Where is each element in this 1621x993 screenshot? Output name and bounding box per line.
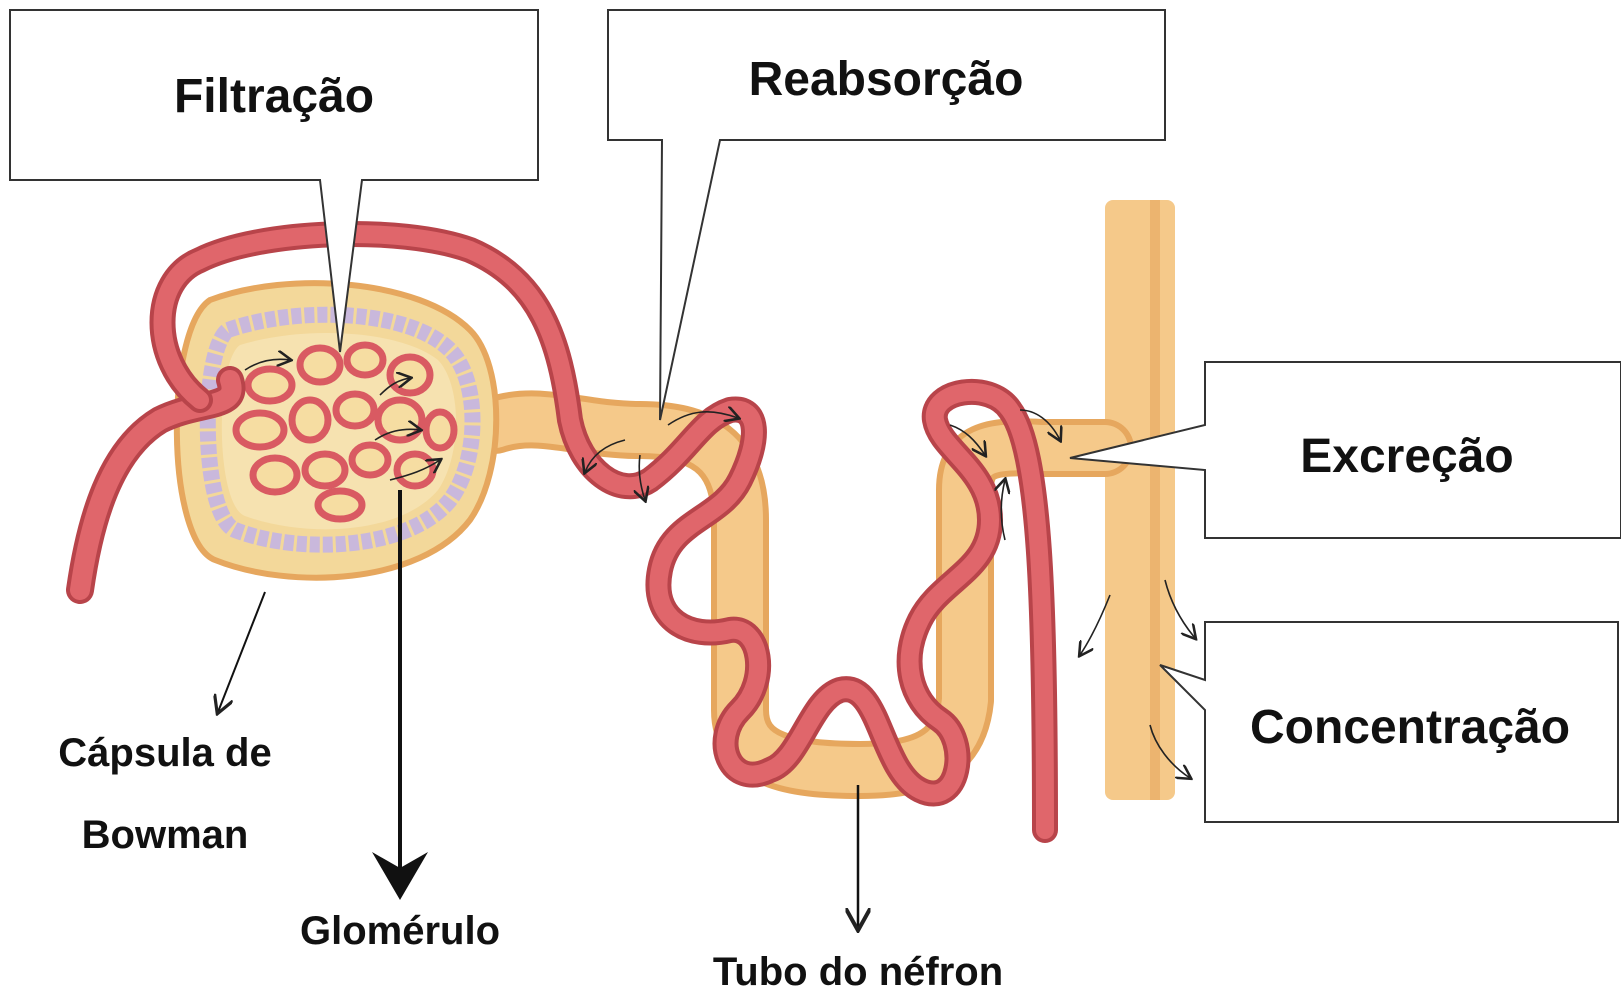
- callout-concentracao: Concentração: [1160, 622, 1618, 822]
- callout-reabsorcao: Reabsorção: [608, 10, 1165, 420]
- label-tubo: Tubo do néfron: [713, 950, 1003, 993]
- label-capsula-line2: Bowman: [82, 813, 249, 857]
- callout-excrecao-text: Excreção: [1300, 430, 1514, 483]
- label-glomerulo: Glomérulo: [300, 909, 500, 953]
- callout-reabsorcao-text: Reabsorção: [749, 53, 1024, 106]
- collecting-duct: [1105, 200, 1175, 800]
- label-capsula-line1: Cápsula de: [58, 731, 271, 775]
- capsula-pointer: [218, 592, 265, 712]
- callout-filtracao-text: Filtração: [174, 70, 374, 123]
- callout-concentracao-text: Concentração: [1250, 701, 1570, 754]
